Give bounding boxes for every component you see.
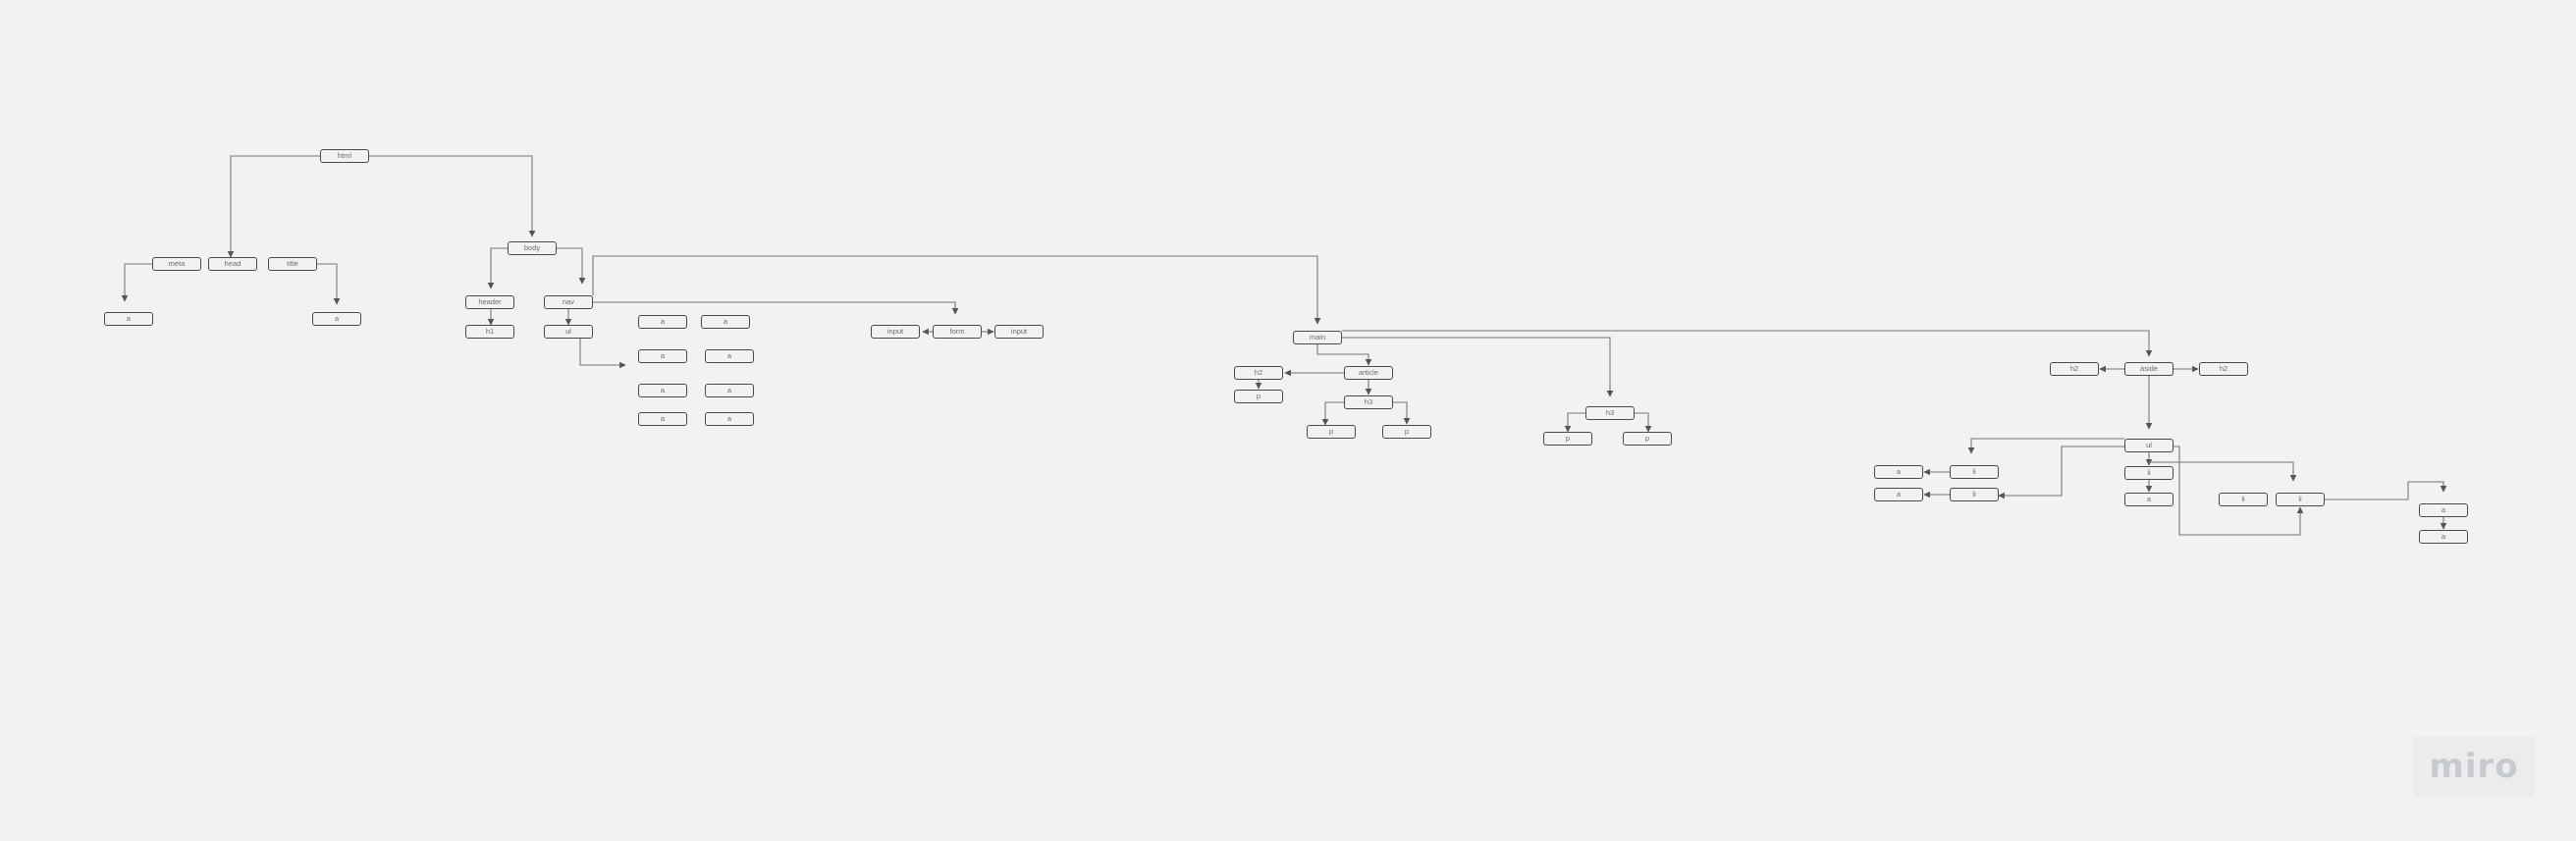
node-nav-a5[interactable]: a bbox=[638, 384, 687, 397]
connector-body-nav bbox=[557, 247, 586, 285]
node-article[interactable]: article bbox=[1344, 366, 1393, 380]
connector-body-main bbox=[592, 255, 1321, 325]
node-head[interactable]: head bbox=[208, 257, 257, 271]
node-html[interactable]: html bbox=[320, 149, 369, 163]
connector-body-header bbox=[487, 247, 508, 289]
node-form[interactable]: form bbox=[933, 325, 982, 339]
connector-ul-lir-loop bbox=[2174, 446, 2304, 536]
node-p-h2[interactable]: p bbox=[1234, 390, 1283, 403]
node-title[interactable]: title bbox=[268, 257, 317, 271]
node-input1[interactable]: input bbox=[871, 325, 920, 339]
node-nav[interactable]: nav bbox=[544, 295, 593, 309]
connector-html-head bbox=[227, 155, 320, 258]
node-meta[interactable]: meta bbox=[152, 257, 201, 271]
connector-html-body bbox=[369, 155, 536, 237]
connector-main-h3 bbox=[1342, 337, 1614, 397]
miro-watermark: miro bbox=[2413, 736, 2535, 797]
node-main[interactable]: main bbox=[1293, 331, 1342, 344]
node-nav-a2[interactable]: a bbox=[701, 315, 750, 329]
node-a-r1[interactable]: a bbox=[2419, 503, 2468, 517]
node-nav-a3[interactable]: a bbox=[638, 349, 687, 363]
node-nav-a6[interactable]: a bbox=[705, 384, 754, 397]
connector-ul-lil2 bbox=[1998, 446, 2124, 499]
node-ul-nav[interactable]: ul bbox=[544, 325, 593, 339]
node-li-r1[interactable]: li bbox=[2219, 493, 2268, 506]
connector-ul-a bbox=[579, 339, 626, 369]
node-a-l2[interactable]: a bbox=[1874, 488, 1923, 501]
connector-title-a bbox=[317, 263, 341, 305]
connector-h3-p2 bbox=[1393, 401, 1411, 425]
node-nav-a7[interactable]: a bbox=[638, 412, 687, 426]
node-ul-aside[interactable]: ul bbox=[2124, 439, 2174, 452]
miro-logo-text: miro bbox=[2429, 747, 2519, 786]
node-a-li1[interactable]: a bbox=[2124, 493, 2174, 506]
node-p-art1[interactable]: p bbox=[1307, 425, 1356, 439]
node-a-l1[interactable]: a bbox=[1874, 465, 1923, 479]
connector-h3m-p1 bbox=[1564, 412, 1585, 433]
node-header[interactable]: header bbox=[465, 295, 514, 309]
connector-main-article bbox=[1316, 344, 1372, 366]
node-li-l1[interactable]: li bbox=[1950, 465, 1999, 479]
node-a-r2[interactable]: a bbox=[2419, 530, 2468, 544]
connector-h3-p1 bbox=[1321, 401, 1344, 426]
node-input2[interactable]: input bbox=[994, 325, 1044, 339]
node-li-l2[interactable]: li bbox=[1950, 488, 1999, 501]
connector-meta-a bbox=[121, 263, 152, 302]
connector-h3m-p2 bbox=[1635, 412, 1652, 433]
node-h2-aside-l[interactable]: h2 bbox=[2050, 362, 2099, 376]
connector-lir-a bbox=[2325, 481, 2447, 500]
node-p-main1[interactable]: p bbox=[1543, 432, 1592, 446]
node-p-art2[interactable]: p bbox=[1382, 425, 1431, 439]
node-p-main2[interactable]: p bbox=[1623, 432, 1672, 446]
node-nav-a4[interactable]: a bbox=[705, 349, 754, 363]
node-nav-a1[interactable]: a bbox=[638, 315, 687, 329]
connector-main-aside bbox=[1342, 330, 2153, 357]
connector-nav-form bbox=[593, 301, 959, 315]
connector-ul-lir bbox=[2149, 461, 2297, 482]
node-li-r2[interactable]: li bbox=[2276, 493, 2325, 506]
node-body[interactable]: body bbox=[508, 241, 557, 255]
node-meta-a[interactable]: a bbox=[104, 312, 153, 326]
node-h2-aside-r[interactable]: h2 bbox=[2199, 362, 2248, 376]
node-nav-a8[interactable]: a bbox=[705, 412, 754, 426]
node-h3-main[interactable]: h3 bbox=[1585, 406, 1635, 420]
node-aside[interactable]: aside bbox=[2124, 362, 2174, 376]
node-title-a[interactable]: a bbox=[312, 312, 361, 326]
connector-ul-lil1 bbox=[1967, 438, 2124, 454]
node-h1[interactable]: h1 bbox=[465, 325, 514, 339]
node-h3-art[interactable]: h3 bbox=[1344, 395, 1393, 409]
node-li1[interactable]: li bbox=[2124, 466, 2174, 480]
node-h2-art[interactable]: h2 bbox=[1234, 366, 1283, 380]
